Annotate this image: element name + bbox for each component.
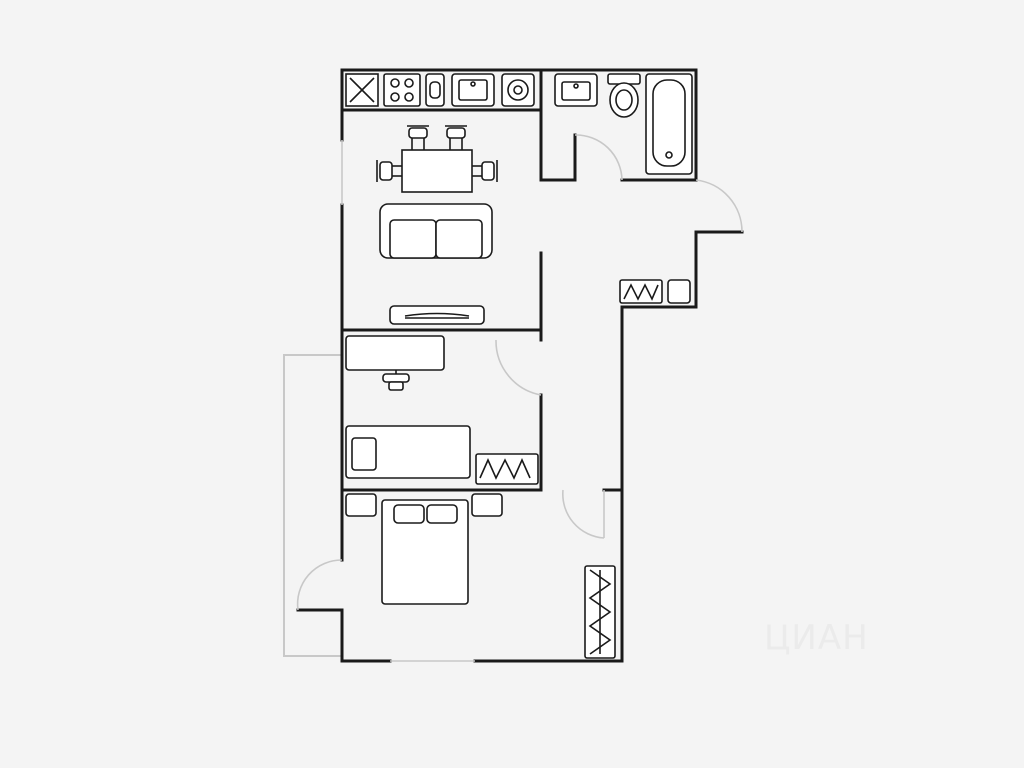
- watermark-logo: ЦИАН: [764, 618, 869, 658]
- double-bed-icon: [381, 499, 469, 605]
- stove-icon: [383, 73, 421, 107]
- walls: [296, 68, 744, 663]
- bedroom: [345, 493, 616, 659]
- wardrobe-icon: [584, 565, 616, 659]
- dining-set: [376, 125, 498, 193]
- doors: [296, 134, 743, 662]
- nightstand-icon: [345, 493, 377, 517]
- balcony: [283, 354, 342, 657]
- chair-icon: [407, 125, 429, 150]
- sofa-icon: [379, 203, 493, 259]
- chair-icon: [445, 125, 467, 150]
- washing-machine-icon: [501, 73, 535, 107]
- office-chair-icon: [382, 370, 410, 391]
- bathroom: [554, 73, 693, 175]
- study: [345, 335, 539, 485]
- wardrobe-icon: [619, 279, 663, 304]
- sink-icon: [554, 73, 598, 107]
- toilet-icon: [607, 73, 641, 118]
- nightstand-icon: [471, 493, 503, 517]
- chair-icon: [472, 160, 498, 182]
- kitchen-sink-icon: [451, 73, 495, 107]
- single-bed-icon: [345, 425, 471, 479]
- chair-icon: [376, 160, 402, 182]
- hallway-furniture: [619, 279, 691, 304]
- wardrobe-icon: [475, 453, 539, 485]
- bathtub-icon: [645, 73, 693, 175]
- tv-stand: [389, 305, 485, 325]
- kitchen-counter: [345, 73, 535, 107]
